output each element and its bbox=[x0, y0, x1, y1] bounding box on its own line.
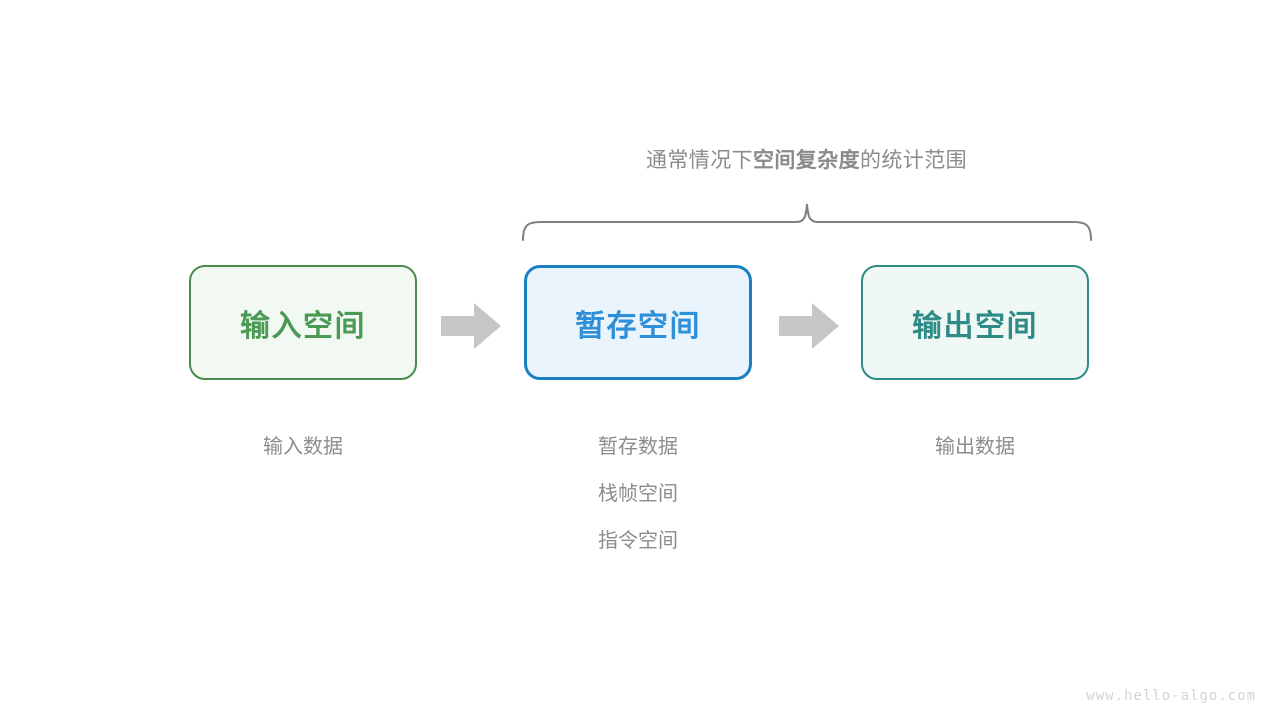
brace-path bbox=[522, 203, 1092, 241]
arrow-right-shape bbox=[779, 303, 839, 349]
watermark: www.hello-algo.com bbox=[1086, 688, 1256, 704]
caption-line: 暂存数据 bbox=[598, 436, 678, 458]
box-input-space: 输入空间 bbox=[189, 265, 417, 380]
box-temp-space: 暂存空间 bbox=[524, 265, 752, 380]
box-output-space: 输出空间 bbox=[861, 265, 1089, 380]
box-input-space-label: 输入空间 bbox=[240, 309, 366, 343]
scope-caption-suffix: 的统计范围 bbox=[860, 149, 967, 172]
scope-caption-prefix: 通常情况下 bbox=[646, 149, 753, 172]
box-temp-space-label: 暂存空间 bbox=[575, 309, 701, 343]
caption-line: 栈帧空间 bbox=[598, 483, 678, 505]
arrow-right-icon bbox=[441, 303, 501, 349]
caption-column-output: 输出数据 bbox=[861, 424, 1089, 471]
arrow-right-shape bbox=[441, 303, 501, 349]
scope-caption-emphasis: 空间复杂度 bbox=[753, 149, 860, 172]
caption-line: 指令空间 bbox=[598, 530, 678, 552]
caption-line: 输出数据 bbox=[935, 436, 1015, 458]
arrow-right-icon bbox=[779, 303, 839, 349]
scope-caption: 通常情况下空间复杂度的统计范围 bbox=[523, 144, 1090, 174]
caption-column-temp: 暂存数据 栈帧空间 指令空间 bbox=[524, 424, 752, 565]
caption-column-input: 输入数据 bbox=[189, 424, 417, 471]
box-output-space-label: 输出空间 bbox=[912, 309, 1038, 343]
scope-brace bbox=[515, 196, 1099, 252]
caption-line: 输入数据 bbox=[263, 436, 343, 458]
